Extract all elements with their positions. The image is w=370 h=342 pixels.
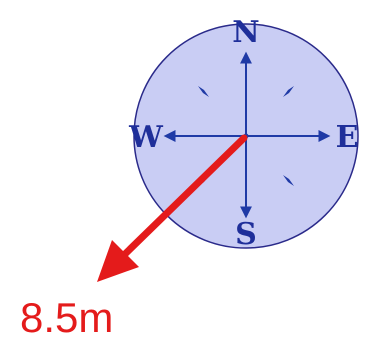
tick-se: [283, 175, 294, 186]
label-west: W: [128, 120, 164, 155]
displacement-arrow-shaft: [120, 134, 248, 259]
label-south: S: [235, 217, 257, 252]
tick-nw: [198, 86, 209, 97]
tick-ne: [283, 86, 294, 97]
distance-label: 8.5m: [20, 294, 113, 341]
label-east: E: [336, 120, 359, 155]
label-north: N: [232, 15, 259, 50]
displacement-arrow: [97, 134, 248, 282]
displacement-arrowhead: [97, 240, 139, 282]
compass-axes: [163, 51, 331, 219]
